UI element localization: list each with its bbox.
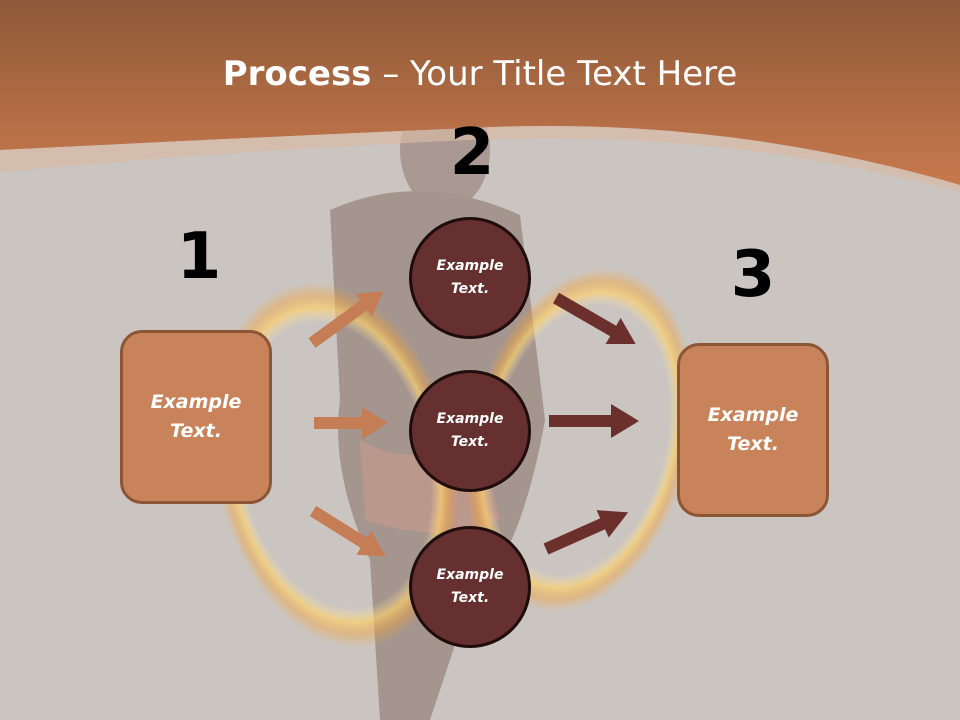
slide-title: Process – Your Title Text Here	[0, 52, 960, 96]
step-number-3: 3	[730, 238, 776, 312]
title-rest: – Your Title Text Here	[371, 54, 738, 94]
step1-box: Example Text.	[120, 330, 272, 504]
step2-circle-top: Example Text.	[409, 217, 531, 339]
arrow-2a-to-3	[553, 292, 636, 344]
step2-circle-bottom: Example Text.	[409, 526, 531, 648]
arrows-step1	[308, 291, 388, 557]
step3-box: Example Text.	[677, 343, 829, 517]
step-number-2: 2	[449, 116, 495, 190]
step-number-1: 1	[176, 220, 222, 294]
arrow-2c-to-3	[543, 510, 629, 555]
arrow-1-to-2c	[309, 505, 386, 557]
fire-rings	[211, 268, 695, 648]
arrows-step3	[543, 292, 639, 555]
header-swoosh	[0, 125, 960, 192]
title-bold: Process	[222, 54, 372, 94]
arrow-1-to-2b	[314, 407, 388, 439]
step2-circle-middle: Example Text.	[409, 370, 531, 492]
header-band	[0, 0, 960, 185]
arrow-1-to-2a	[308, 291, 384, 348]
arrow-2b-to-3	[549, 404, 639, 438]
